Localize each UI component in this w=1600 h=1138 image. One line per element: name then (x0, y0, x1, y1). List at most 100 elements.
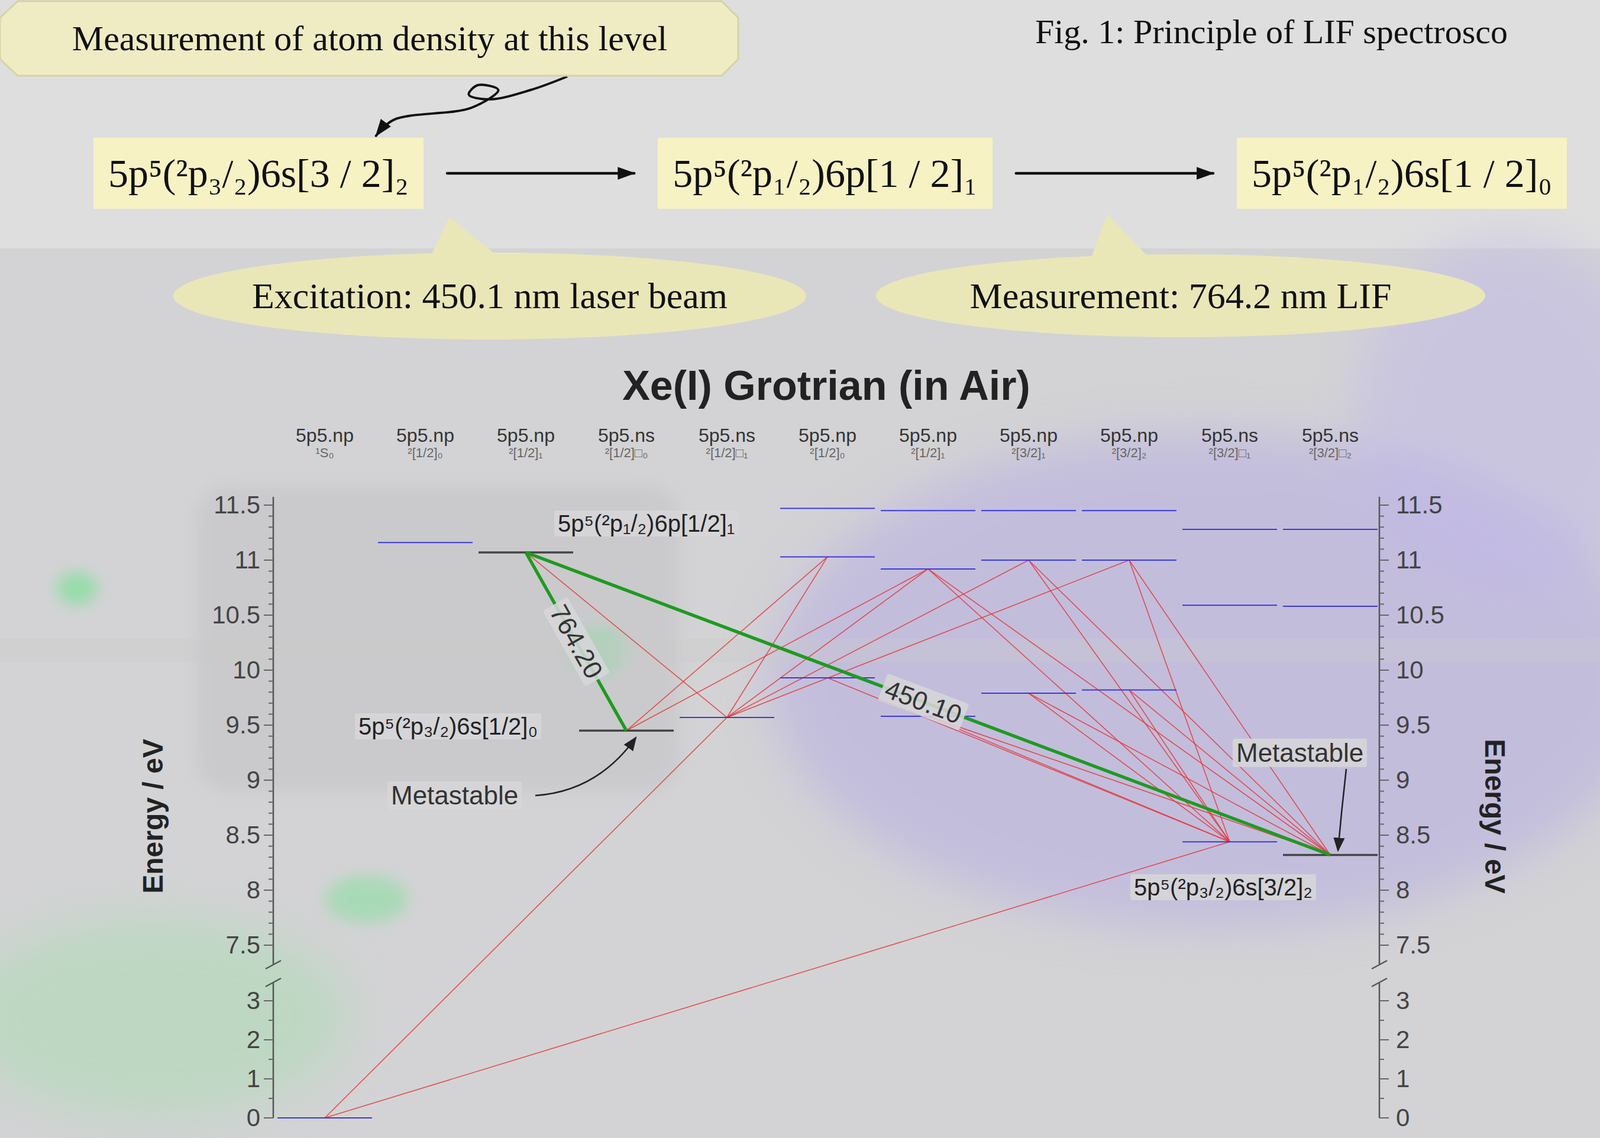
tick-label: 8.5 (225, 822, 261, 848)
axis-tick (1379, 823, 1385, 825)
axis-tick (268, 900, 274, 903)
tick-label: 10.5 (1395, 602, 1445, 628)
axis-tick (268, 625, 274, 627)
energy-level (1282, 605, 1378, 607)
column-header: 5p5.ns (1301, 425, 1359, 446)
axis-tick (1379, 790, 1385, 793)
column-header: 5p5.np (396, 425, 455, 446)
term-symbol: ²[1/2]₁ (910, 445, 946, 461)
tick-label: 3 (246, 988, 261, 1014)
term-symbol: ²[1/2]□₀ (605, 445, 649, 461)
node-text: 5p⁵(²p₃/₂)6s[3 / 2]₂ (108, 151, 409, 196)
axes (263, 496, 1389, 1118)
axis-tick (268, 691, 274, 693)
axis-tick (263, 1117, 274, 1119)
chart-title: Xe(I) Grotrian (in Air) (622, 363, 1031, 409)
laser-transition (525, 552, 627, 731)
transition-line (928, 569, 1331, 856)
axis-tick (1379, 944, 1389, 946)
tick-label: 8 (1395, 877, 1410, 903)
connector-arrow (376, 76, 567, 137)
term-symbol: ²[3/2]₂ (1112, 445, 1147, 461)
axis-tick (1379, 768, 1385, 770)
axis-tick (1379, 592, 1385, 594)
connector-arrow (1016, 172, 1214, 176)
axis-tick (268, 757, 274, 759)
leader-arrow (535, 737, 636, 796)
tick-label: 9.5 (225, 712, 261, 738)
term-symbol: ²[1/2]₁ (508, 445, 543, 461)
axis-tick (268, 592, 274, 594)
column-header: 5p5.ns (1201, 425, 1259, 446)
axis-tick (1379, 911, 1385, 913)
axis-tick (268, 548, 274, 550)
level-label: 5p⁵(²p₁/₂)6p[1/2]₁ (554, 510, 739, 537)
energy-level (277, 1117, 373, 1119)
tick-label: 7.5 (225, 932, 261, 958)
leader-arrow (1337, 768, 1347, 851)
laser-transition (525, 552, 1331, 856)
metastable-label: Metastable (387, 781, 522, 810)
green-glow (0, 916, 349, 1118)
transition-line (726, 556, 828, 718)
axis-line (272, 496, 275, 965)
axis-tick (1379, 636, 1385, 638)
axis-tick (263, 834, 274, 836)
axis-tick (263, 614, 274, 616)
energy-level (1182, 841, 1278, 843)
tick-label: 11.5 (213, 492, 261, 518)
axis-tick (268, 647, 274, 649)
term-symbol: ²[1/2]₀ (809, 445, 845, 461)
term-symbol: ²[3/2]₁ (1011, 445, 1046, 461)
axis-tick (1379, 724, 1389, 726)
axis-tick (1379, 845, 1385, 848)
axis-tick (268, 526, 274, 528)
text-block: Excitation: 450.1 nm laser beam (251, 275, 728, 316)
energy-level (1081, 509, 1177, 512)
axis-tick (263, 724, 274, 726)
axis-tick (268, 768, 274, 770)
transition-line (928, 716, 1331, 855)
tick-label: 7.5 (1395, 932, 1431, 958)
tick-label: 3 (1395, 988, 1410, 1014)
axis-tick (268, 1019, 274, 1021)
axis-tick (263, 889, 274, 891)
energy-levels (277, 508, 1378, 1118)
axis-tick (268, 1058, 274, 1060)
axis-tick (268, 570, 274, 572)
axis-tick (268, 537, 274, 539)
transition-line (726, 560, 1029, 718)
energy-level (981, 692, 1076, 694)
transition-line (1129, 689, 1331, 855)
tick-label: 1 (1395, 1066, 1410, 1092)
text-block: Measurement: 764.2 nm LIF (970, 275, 1392, 316)
axis-tick (1379, 548, 1385, 550)
tick-label: 11.5 (1395, 492, 1443, 518)
axis-tick (1379, 1117, 1389, 1119)
level-box: 5p⁵(²p₃/₂)6s[3 / 2]₂ (93, 137, 424, 210)
axis-tick (1379, 625, 1385, 627)
node-text: Excitation: 450.1 nm laser beam (251, 275, 728, 316)
tick-label: 0 (246, 1105, 261, 1131)
axis-line (1378, 496, 1381, 965)
energy-level (1182, 528, 1278, 530)
speech-bubble: Measurement: 764.2 nm LIF (876, 254, 1486, 338)
axis-tick (1379, 801, 1385, 803)
axis-tick (1379, 746, 1385, 748)
laser-lines (525, 552, 1331, 856)
green-spot (56, 571, 98, 606)
term-symbol: ²[3/2]□₁ (1209, 445, 1252, 461)
energy-level (1081, 559, 1177, 561)
axis-tick (268, 515, 274, 517)
energy-level (1282, 528, 1378, 530)
axis-tick (268, 867, 274, 869)
axis-tick (263, 1078, 274, 1080)
axis-tick (263, 1039, 274, 1041)
level-box: 5p⁵(²p₁/₂)6s[1 / 2]₀ (1236, 137, 1567, 210)
axis-tick (1379, 735, 1385, 738)
axis-tick (268, 713, 274, 715)
axis-tick (1379, 779, 1389, 781)
axis-tick (1379, 867, 1385, 869)
tick-label: 8.5 (1395, 822, 1431, 848)
term-symbol: ²[3/2]□₂ (1308, 445, 1352, 461)
